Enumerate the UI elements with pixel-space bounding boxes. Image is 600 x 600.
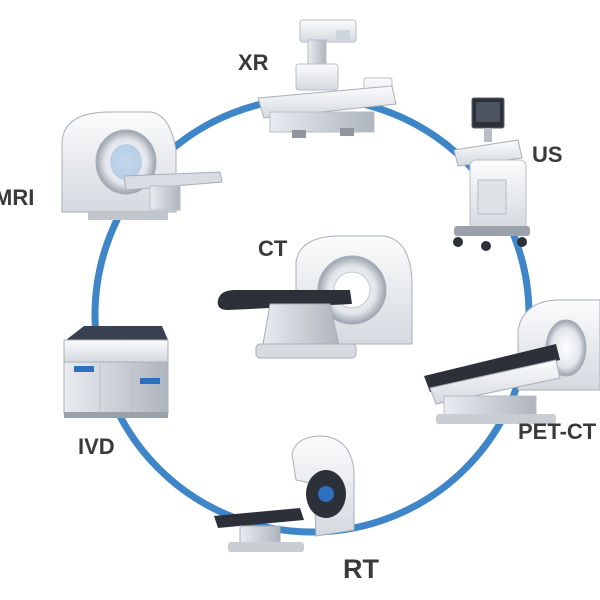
ct-scanner-icon (217, 235, 413, 359)
radiotherapy-machine-icon (214, 435, 355, 552)
label-ct: CT (258, 236, 288, 261)
pet-ct-scanner-icon (424, 299, 600, 424)
ivd-analyzer-icon (63, 326, 169, 418)
mri-scanner-icon (61, 111, 223, 220)
label-rt: RT (343, 554, 379, 584)
label-xr: XR (238, 50, 269, 75)
xray-machine-icon (257, 19, 397, 138)
ultrasound-machine-icon (453, 97, 530, 251)
label-mri: MRI (0, 185, 35, 210)
label-pet-ct: PET-CT (518, 419, 597, 444)
label-ivd: IVD (78, 434, 115, 459)
label-us: US (532, 142, 563, 167)
